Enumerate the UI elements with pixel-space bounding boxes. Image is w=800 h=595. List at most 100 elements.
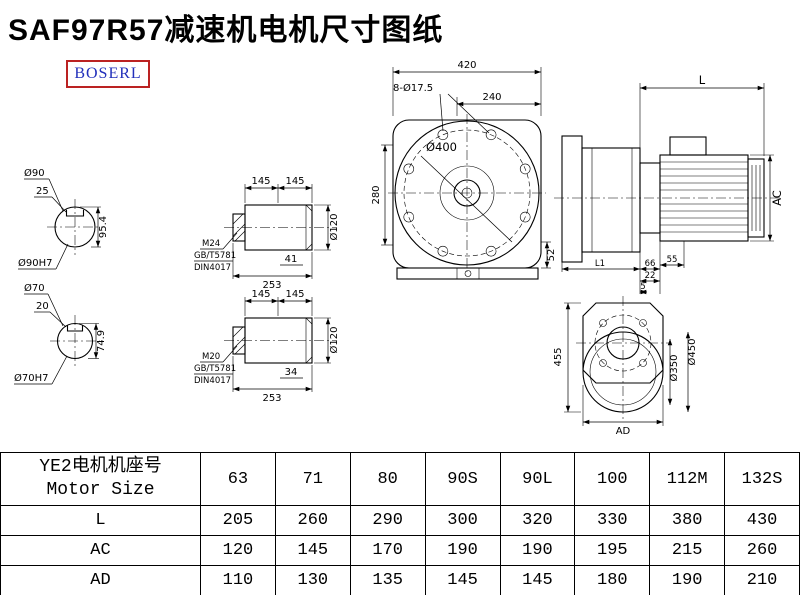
shaft-end-2-view: Ø70 20 74.9 Ø70H7 bbox=[14, 282, 107, 385]
table-header-row: YE2电机机座号 Motor Size 63 71 80 90S 90L 100… bbox=[0, 452, 800, 506]
table-cell: 320 bbox=[499, 505, 576, 536]
output-circle-450 bbox=[582, 331, 664, 413]
table-cell: 210 bbox=[724, 565, 800, 595]
label-s1-41: 41 bbox=[285, 254, 298, 265]
label-d450: Ø450 bbox=[686, 339, 698, 366]
shaft2-section-circle bbox=[56, 322, 94, 360]
label-55: 55 bbox=[667, 255, 678, 265]
table-cell: 330 bbox=[574, 505, 651, 536]
label-s1-d120: Ø120 bbox=[328, 214, 340, 241]
shaft2-keyway bbox=[66, 325, 84, 332]
label-AC: AC bbox=[770, 190, 784, 206]
label-d350: Ø350 bbox=[668, 355, 680, 382]
table-row-AC: AC 120 145 170 190 190 195 215 260 bbox=[0, 535, 800, 566]
label-key25: 25 bbox=[36, 186, 49, 197]
mounting-flange bbox=[561, 135, 583, 263]
label-22: 22 bbox=[645, 271, 656, 281]
table-cell: 190 bbox=[649, 565, 726, 595]
gearbox-body bbox=[581, 147, 641, 253]
row-label-AD: AD bbox=[0, 565, 201, 595]
label-d90h7: Ø90H7 bbox=[18, 257, 52, 269]
flange-circle-400 bbox=[394, 120, 540, 266]
shaft-side-1-view: 145 145 Ø120 M24 GB/T5781 DIN4017 41 253 bbox=[194, 176, 340, 291]
brand-logo: BOSERL bbox=[66, 60, 150, 88]
label-s2-145a: 145 bbox=[251, 289, 270, 300]
label-280: 280 bbox=[371, 185, 382, 204]
table-cell: 190 bbox=[424, 535, 501, 566]
label-AD: AD bbox=[616, 426, 631, 437]
motor-size-col: 90L bbox=[499, 452, 576, 506]
table-cell: 145 bbox=[424, 565, 501, 595]
motor-size-col: 112M bbox=[649, 452, 726, 506]
label-s2-145b: 145 bbox=[285, 289, 304, 300]
header-motor-size-cn: YE2电机机座号 bbox=[39, 456, 162, 477]
shaft1-body bbox=[244, 204, 313, 251]
label-d70: Ø70 bbox=[24, 282, 45, 294]
shaft1-section-circle bbox=[54, 206, 96, 248]
table-cell: 290 bbox=[349, 505, 426, 536]
motor-size-col: 90S bbox=[424, 452, 501, 506]
label-s1-145b: 145 bbox=[285, 176, 304, 187]
table-row-AD: AD 110 130 135 145 145 180 190 210 bbox=[0, 565, 800, 595]
terminal-box bbox=[669, 136, 707, 156]
label-s2-din: DIN4017 bbox=[194, 376, 231, 386]
table-cell: 215 bbox=[649, 535, 726, 566]
label-s2-gb: GB/T5781 bbox=[194, 364, 236, 374]
label-5: 5 bbox=[640, 282, 645, 292]
table-cell: 190 bbox=[499, 535, 576, 566]
label-bolt-holes: 8-Ø17.5 bbox=[393, 82, 433, 94]
header-motor-size-en: Motor Size bbox=[46, 480, 155, 500]
table-cell: 135 bbox=[349, 565, 426, 595]
label-s1-din: DIN4017 bbox=[194, 263, 231, 273]
table-cell: 430 bbox=[724, 505, 800, 536]
label-d70h7: Ø70H7 bbox=[14, 372, 48, 384]
table-cell: 145 bbox=[274, 535, 351, 566]
brand-logo-text: BOSERL bbox=[74, 65, 142, 82]
label-s2-34: 34 bbox=[285, 367, 298, 378]
motor-side-view: L AC L1 66 55 22 5 bbox=[554, 73, 784, 295]
motor-size-col: 80 bbox=[349, 452, 426, 506]
output-flange-view: 455 Ø350 Ø450 AD bbox=[553, 296, 698, 437]
label-d400: Ø400 bbox=[426, 140, 457, 154]
label-s1-253: 253 bbox=[262, 280, 281, 291]
table-cell: 180 bbox=[574, 565, 651, 595]
table-cell: 110 bbox=[200, 565, 276, 595]
label-s2-d120: Ø120 bbox=[328, 327, 340, 354]
label-key20: 20 bbox=[36, 301, 49, 312]
shaft-bore bbox=[453, 179, 481, 207]
output-circle-350 bbox=[589, 338, 657, 406]
label-52: 52 bbox=[546, 249, 557, 262]
output-housing-outline bbox=[582, 302, 664, 384]
table-cell: 145 bbox=[499, 565, 576, 595]
shaft-side-2-view: 145 145 Ø120 M20 GB/T5781 DIN4017 34 253 bbox=[194, 289, 340, 404]
row-label-L: L bbox=[0, 505, 201, 536]
table-cell: 260 bbox=[724, 535, 800, 566]
label-s1-gb: GB/T5781 bbox=[194, 251, 236, 261]
label-s1-thread: M24 bbox=[202, 239, 220, 249]
table-cell: 120 bbox=[200, 535, 276, 566]
label-s1-145a: 145 bbox=[251, 176, 270, 187]
label-s2-253: 253 bbox=[262, 393, 281, 404]
motor-size-col: 132S bbox=[724, 452, 800, 506]
table-cell: 380 bbox=[649, 505, 726, 536]
label-455: 455 bbox=[553, 347, 564, 366]
label-420: 420 bbox=[457, 60, 476, 71]
page-title: SAF97R57减速机电机尺寸图纸 bbox=[8, 14, 444, 47]
table-row-L: L 205 260 290 300 320 330 380 430 bbox=[0, 505, 800, 536]
table-cell: 300 bbox=[424, 505, 501, 536]
bolt-circle bbox=[403, 129, 531, 257]
shaft-end-1-view: Ø90 25 95.4 Ø90H7 bbox=[18, 167, 109, 270]
motor-dimension-table: YE2电机机座号 Motor Size 63 71 80 90S 90L 100… bbox=[0, 452, 800, 595]
technical-drawing: Ø90 25 95.4 Ø90H7 Ø70 20 74.9 Ø70H7 bbox=[14, 60, 784, 437]
label-74-9: 74.9 bbox=[96, 330, 107, 352]
table-cell: 195 bbox=[574, 535, 651, 566]
label-66: 66 bbox=[645, 259, 656, 269]
base-foot bbox=[396, 267, 539, 280]
gearbox-front-view: 420 8-Ø17.5 240 Ø400 280 52 bbox=[371, 60, 557, 280]
table-cell: 260 bbox=[274, 505, 351, 536]
label-s2-thread: M20 bbox=[202, 352, 220, 362]
label-240: 240 bbox=[482, 92, 501, 103]
table-cell: 170 bbox=[349, 535, 426, 566]
shaft2-body bbox=[244, 317, 313, 364]
motor-size-col: 63 bbox=[200, 452, 276, 506]
